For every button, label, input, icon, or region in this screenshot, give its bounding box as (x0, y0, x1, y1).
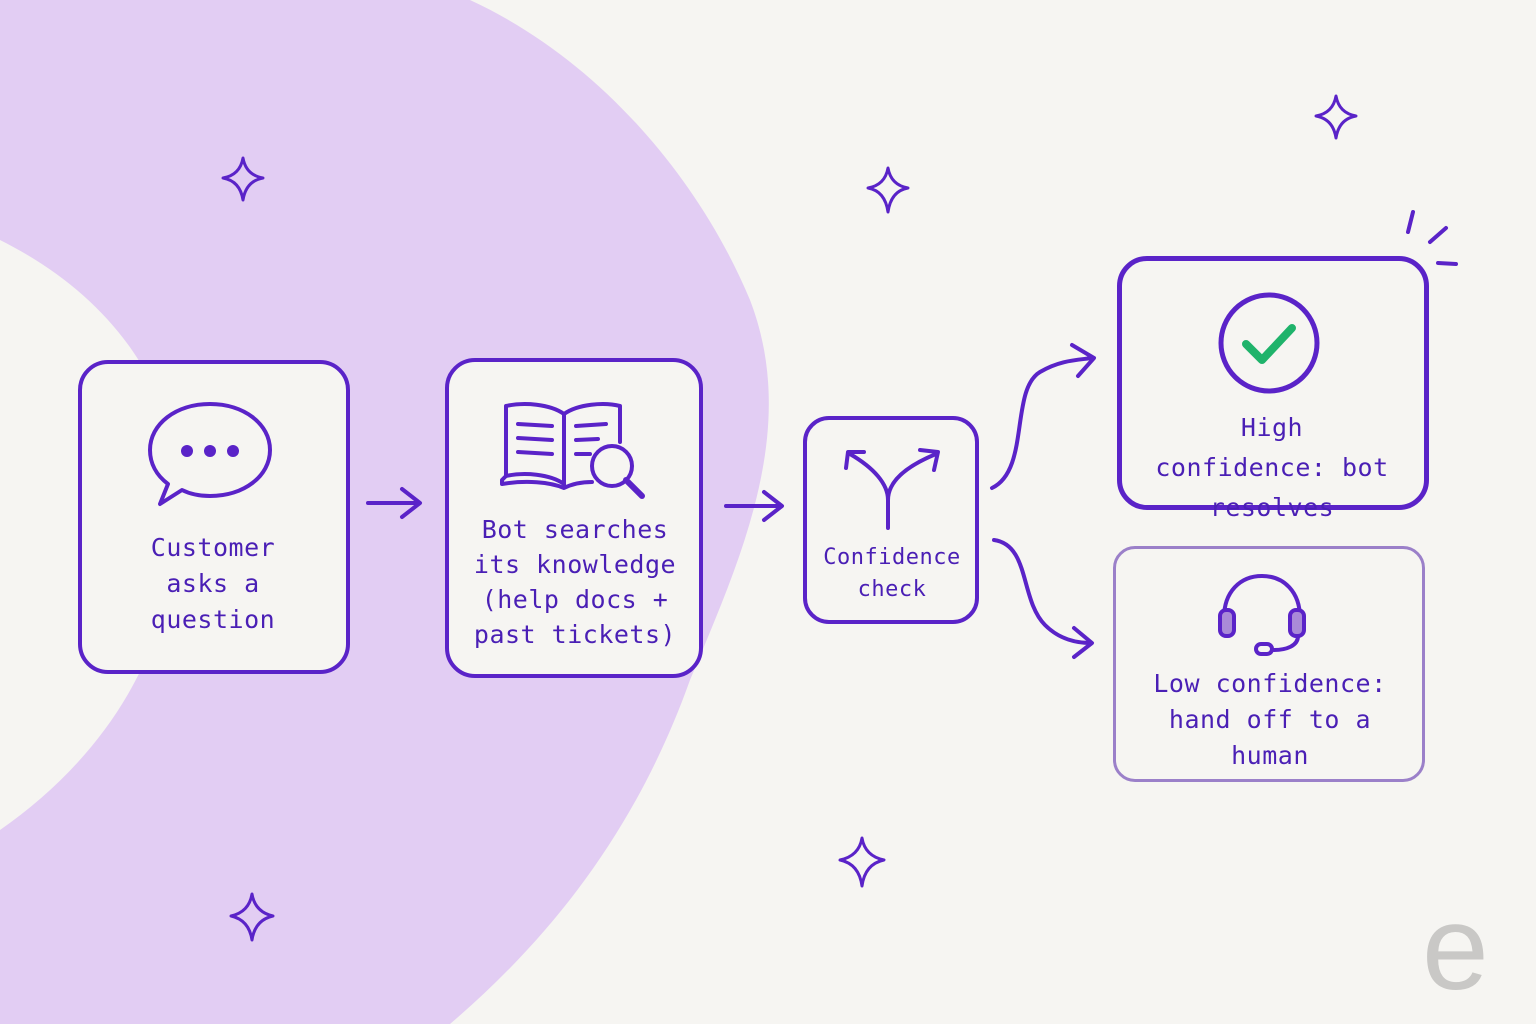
branch-arrows-icon (844, 448, 940, 530)
lavender-blob (0, 0, 769, 1024)
check-circle-icon (1218, 292, 1320, 394)
arrow-connector-1 (366, 487, 422, 519)
step-label-bot-search: Bot searches its knowledge (help docs + … (473, 515, 677, 649)
headset-icon (1218, 573, 1306, 656)
sparkle-icon (866, 166, 910, 214)
outcome-card-low-confidence (1113, 546, 1425, 782)
speech-bubble-icon (148, 402, 272, 506)
step-label-confidence-check: Confidence check (823, 545, 961, 602)
step-card-bot-search (445, 358, 703, 678)
arrow-connector-low (992, 538, 1094, 659)
sparkle-icon (221, 156, 265, 202)
arrow-connector-high (990, 343, 1096, 490)
sparkle-icon (1314, 94, 1358, 140)
outcome-card-high-confidence (1117, 256, 1429, 510)
step-card-customer-question (78, 360, 350, 674)
step-card-confidence-check (803, 416, 979, 624)
outcome-label-high-confidence: High confidence: bot resolves (1155, 413, 1389, 522)
highlight-burst-icon (1406, 210, 1458, 266)
watermark-logo: e (1422, 881, 1489, 1015)
book-search-icon (500, 402, 645, 499)
outcome-label-low-confidence: Low confidence: hand off to a human (1153, 669, 1387, 770)
step-label-customer-question: Customer asks a question (150, 533, 276, 634)
sparkle-icon (229, 892, 275, 942)
arrow-connector-2 (724, 490, 784, 522)
sparkle-icon (838, 836, 886, 888)
